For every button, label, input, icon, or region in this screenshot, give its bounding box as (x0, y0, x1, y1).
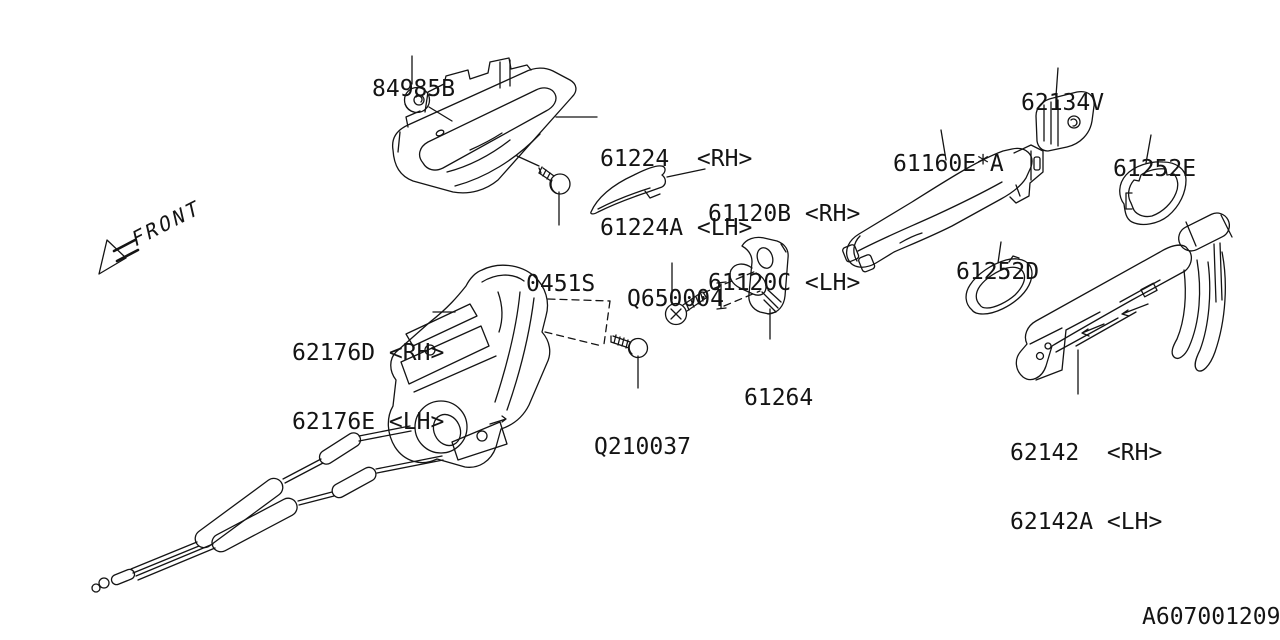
part-number: 84985B (372, 76, 456, 102)
outer-handle-drawing (842, 144, 1044, 273)
gasket-61252d-drawing (965, 255, 1033, 315)
part-number: 61252D (956, 259, 1040, 285)
drawing-number: A607001209 (1142, 604, 1280, 630)
callout-Q650004: Q650004 (627, 242, 724, 357)
callout-84985B: 84985B (372, 32, 455, 147)
projection-dashed-lines (544, 270, 761, 347)
part-number: 62176D <RH> (292, 340, 445, 366)
part-number: 61264 (744, 385, 814, 411)
part-number: 61120B <RH> (708, 201, 861, 227)
callout-61264: 61264 (744, 341, 813, 456)
screw-q210037-drawing (610, 334, 649, 359)
part-number: Q210037 (594, 434, 691, 460)
part-number: Q650004 (627, 286, 724, 312)
part-number: 62134V (1021, 90, 1105, 116)
part-number: 61160E*A (893, 151, 1004, 177)
callout-61224: 61224 <RH> 61224A <LH> (600, 102, 752, 286)
latch-assembly-drawing (91, 264, 551, 593)
handle-cap-drawing (1035, 90, 1095, 152)
callout-62176: 62176D <RH> 62176E <LH> (292, 296, 444, 480)
sail-cover-drawing (590, 165, 667, 215)
part-number: 62142 <RH> (1010, 440, 1163, 466)
part-number: 61120C <LH> (708, 270, 861, 296)
inner-bezel-drawing (391, 57, 577, 194)
callout-0451S: 0451S (526, 227, 595, 342)
gasket-61252e-drawing (1119, 161, 1187, 226)
callout-61120: 61120B <RH> 61120C <LH> (708, 157, 860, 341)
front-arrow-icon (98, 238, 140, 275)
callout-Q210037: Q210037 (594, 390, 691, 505)
callout-62134V: 62134V (1021, 46, 1104, 161)
section-marker (716, 281, 727, 310)
part-number: 61224 <RH> (600, 146, 753, 172)
part-number: 61252E (1113, 156, 1197, 182)
part-number: 61224A <LH> (600, 215, 753, 241)
screw-0451s-drawing (538, 166, 571, 195)
screw-q650004-drawing (664, 291, 707, 326)
callout-61252D: 61252D (956, 215, 1039, 330)
callout-62142: 62142 <RH> 62142A <LH> (1010, 396, 1162, 580)
part-number: 0451S (526, 271, 596, 297)
callout-61160E: 61160E*A (893, 107, 1004, 222)
callout-61252E: 61252E (1113, 112, 1196, 227)
part-number: 62142A <LH> (1010, 509, 1163, 535)
part-number: 62176E <LH> (292, 409, 445, 435)
striker-bracket-drawing (729, 236, 789, 315)
leader-lines (411, 55, 1152, 395)
handle-base-drawing (1015, 212, 1233, 381)
